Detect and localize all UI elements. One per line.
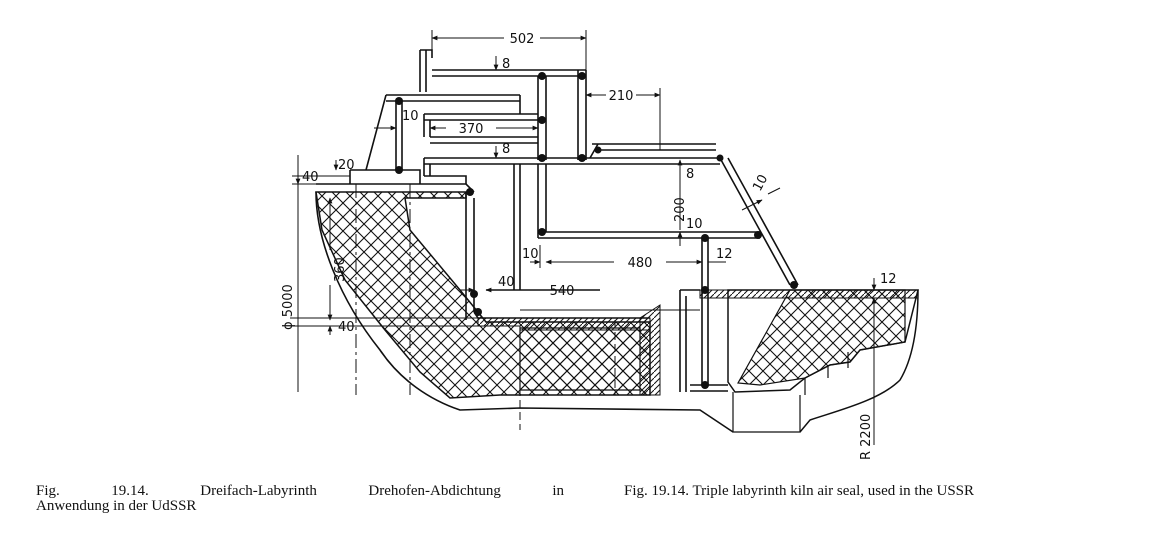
dim-480: 480	[628, 256, 653, 271]
dim-8-top: 8	[502, 57, 510, 72]
dimension-lines	[290, 30, 877, 445]
right-refractory	[699, 289, 919, 433]
dim-10-slanted: 10	[750, 172, 771, 194]
dim-10-lower-left: 10	[522, 247, 539, 262]
dim-radius-2200: R 2200	[859, 414, 874, 460]
caption-german-line1: Fig. 19.14. Dreifach-Labyrinth Drehofen-…	[36, 483, 564, 499]
dim-540: 540	[550, 284, 575, 299]
dim-diameter-5000: ϕ 5000	[281, 284, 296, 330]
dim-8-mid: 8	[502, 142, 510, 157]
dim-40-box: 40	[498, 275, 515, 290]
dim-10-middle: 10	[686, 217, 703, 232]
dim-360: 360	[333, 257, 348, 282]
dim-40-top: 40	[302, 170, 319, 185]
kiln-shell-outline	[315, 191, 734, 433]
caption-english: Fig. 19.14. Triple labyrinth kiln air se…	[624, 483, 975, 499]
dim-200: 200	[673, 197, 688, 222]
left-refractory	[315, 191, 661, 399]
dim-502: 502	[510, 32, 535, 47]
dim-210: 210	[609, 89, 634, 104]
dim-10-left: 10	[402, 109, 419, 124]
dim-40-bottom: 40	[338, 320, 355, 335]
centerline	[355, 184, 411, 395]
dim-20: 20	[338, 158, 355, 173]
dim-8-right: 8	[686, 167, 694, 182]
dim-12-inner: 12	[716, 247, 733, 262]
dim-12-outer: 12	[880, 272, 897, 287]
weld-points	[395, 72, 798, 389]
dim-370: 370	[459, 122, 484, 137]
caption-german-line2: Anwendung in der UdSSR	[36, 498, 197, 514]
caption-german: Fig. 19.14. Dreifach-Labyrinth Drehofen-…	[36, 484, 576, 514]
